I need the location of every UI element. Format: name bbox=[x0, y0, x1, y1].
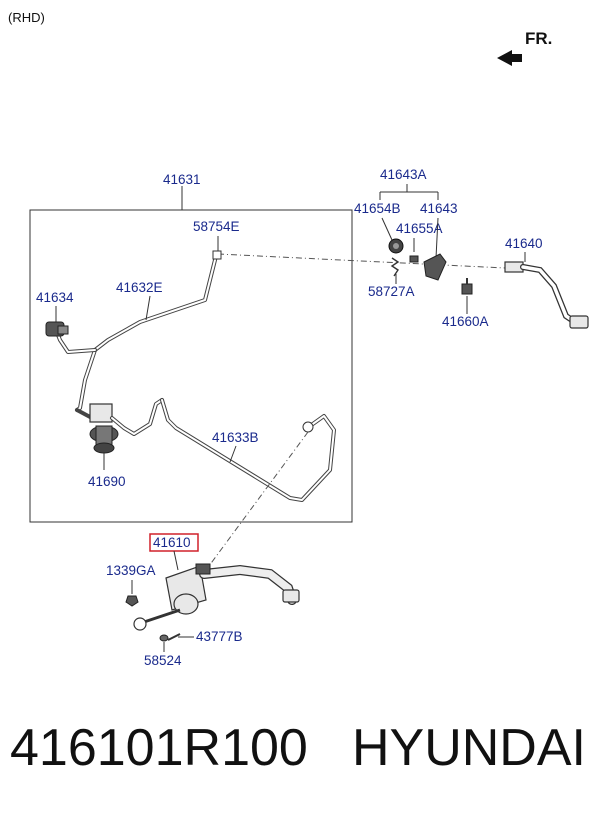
leader-41654b bbox=[381, 217, 393, 241]
leader-41633b bbox=[229, 445, 237, 463]
spring-clip-58727a bbox=[390, 257, 400, 277]
leader-41610 bbox=[173, 550, 179, 571]
footer: 416101R100 HYUNDAI bbox=[0, 700, 600, 810]
leader-41643 bbox=[435, 217, 439, 259]
leader-41643a bbox=[379, 184, 439, 200]
callout-41643a[interactable]: 41643A bbox=[380, 167, 427, 182]
part-number: 416101R100 bbox=[10, 719, 308, 777]
clutch-hydraulic-diagram: (RHD) FR. 41631 58754E 41632E 41634 bbox=[8, 10, 589, 668]
bracket-41634 bbox=[45, 321, 69, 337]
callout-41660a[interactable]: 41660A bbox=[442, 314, 489, 329]
callout-43777b[interactable]: 43777B bbox=[196, 629, 243, 644]
callout-58754e[interactable]: 58754E bbox=[193, 219, 240, 234]
master-cylinder-41610 bbox=[133, 563, 300, 631]
callout-41643[interactable]: 41643 bbox=[420, 201, 458, 216]
callout-41610[interactable]: 41610 bbox=[153, 535, 191, 550]
front-direction-label: FR. bbox=[525, 29, 552, 48]
callout-58524[interactable]: 58524 bbox=[144, 653, 182, 668]
pipe-41633b bbox=[160, 398, 336, 502]
alignment-line-upper bbox=[217, 253, 506, 269]
callout-41633b[interactable]: 41633B bbox=[212, 430, 259, 445]
fitting-58754e bbox=[212, 250, 222, 260]
callout-1339ga[interactable]: 1339GA bbox=[106, 563, 156, 578]
callout-41632e[interactable]: 41632E bbox=[116, 280, 163, 295]
callout-41690[interactable]: 41690 bbox=[88, 474, 126, 489]
brand-name: HYUNDAI bbox=[351, 719, 586, 777]
assembly-frame bbox=[29, 209, 353, 523]
front-direction-arrow-icon bbox=[497, 50, 522, 66]
alignment-line-lower bbox=[205, 431, 309, 571]
clip-58524 bbox=[159, 634, 169, 642]
callout-41631[interactable]: 41631 bbox=[163, 172, 201, 187]
callout-41655a[interactable]: 41655A bbox=[396, 221, 443, 236]
callout-41654b[interactable]: 41654B bbox=[354, 201, 401, 216]
pipe-41632e bbox=[54, 250, 222, 412]
callout-41640[interactable]: 41640 bbox=[505, 236, 543, 251]
leader-41632e bbox=[145, 295, 151, 321]
callout-41634[interactable]: 41634 bbox=[36, 290, 74, 305]
bolt-41660a bbox=[461, 278, 473, 295]
hose-41640 bbox=[504, 261, 589, 329]
rhd-note: (RHD) bbox=[8, 10, 45, 25]
callout-58727a[interactable]: 58727A bbox=[368, 284, 415, 299]
nut-1339ga bbox=[125, 595, 139, 607]
damper-41690 bbox=[75, 398, 164, 454]
clip-41654b bbox=[388, 238, 404, 254]
pin-43777b bbox=[167, 633, 181, 641]
bracket-41643 bbox=[409, 253, 447, 281]
